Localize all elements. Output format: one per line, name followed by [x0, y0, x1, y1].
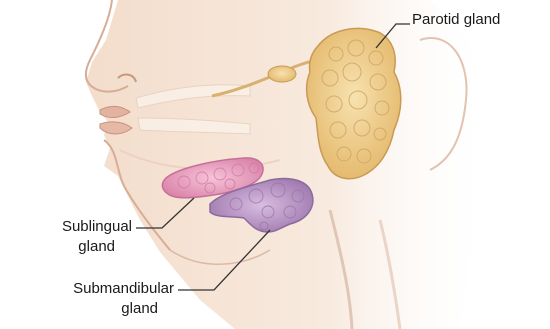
- sublingual-gland-label-line2: gland: [20, 238, 115, 255]
- accessory-parotid: [268, 66, 296, 82]
- submandibular-gland-label-line1: Submandibular: [2, 280, 174, 297]
- sublingual-gland-label-line1: Sublingual: [20, 218, 132, 235]
- submandibular-gland-label-line2: gland: [2, 300, 158, 317]
- parotid-gland-label: Parotid gland: [412, 11, 500, 28]
